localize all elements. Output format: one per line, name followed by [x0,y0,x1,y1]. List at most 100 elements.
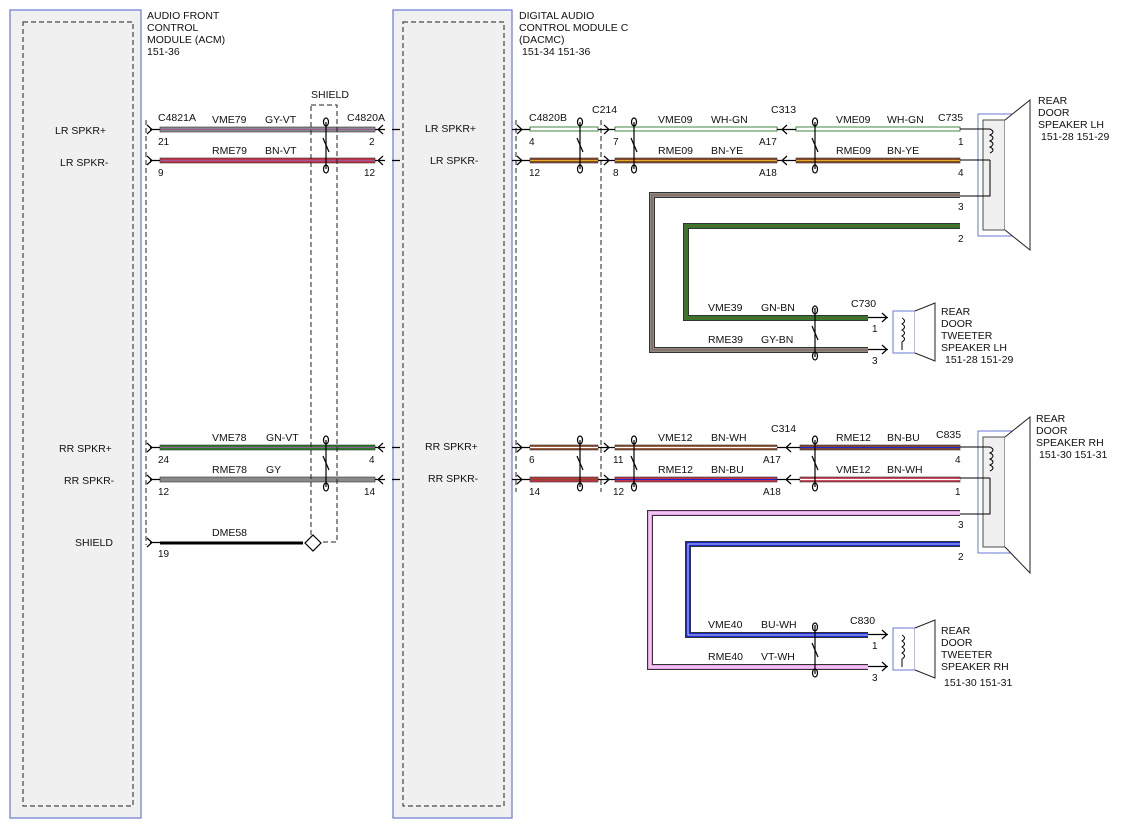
wire-color-vme12b: BN-WH [887,464,923,476]
pin-spk-rh-3: 3 [958,520,964,531]
wire-vme78 [159,444,376,451]
connector-c835: C835 [936,429,961,441]
pin-c214-rrp: 11 [613,455,624,466]
wire-label-vme09b: VME09 [836,114,871,126]
rear-door-speaker-lh: REAR DOOR SPEAKER LH 151-28 151-29 [960,95,1109,252]
connector-c4821a: C4821A [158,112,196,124]
wire-label-rme09: RME09 [658,145,693,157]
wire-label-vme39: VME39 [708,302,743,314]
dacmc-ref: 151-34 151-36 [522,46,590,58]
dacmc-signal-rr-neg: RR SPKR- [428,473,479,485]
pin-c214-lrn: 8 [613,168,619,179]
pin-tw-lh-3: 3 [872,356,878,367]
pin-spk-lh-4: 4 [958,168,964,179]
wire-rme12b [799,444,961,451]
acm-signal-lr-neg: LR SPKR- [60,157,109,169]
pin-spk-lh-3: 3 [958,202,964,213]
wire-dac-rr-neg-a [529,476,599,483]
wire-label-rme78: RME78 [212,464,247,476]
pin-dac-in-rrp: 4 [369,455,375,466]
wire-label-rme12b: RME12 [836,432,871,444]
tweet-lh-ref: 151-28 151-29 [945,354,1013,366]
rear-lh-l1: REAR [1038,95,1068,107]
wire-label-rme40: RME40 [708,651,743,663]
wire-color-rme09: BN-YE [711,145,743,157]
wire-color-rme12: BN-BU [711,464,744,476]
connector-c830: C830 [850,615,875,627]
wire-dac-lr-neg-a [529,157,599,164]
rear-lh-ref: 151-28 151-29 [1041,131,1109,143]
tweet-lh-l4: SPEAKER LH [941,342,1007,354]
wire-label-vme79: VME79 [212,114,247,126]
wire-vme79 [159,126,376,133]
pin-dac-in-lrp: 2 [369,137,375,148]
dacmc-title-1: DIGITAL AUDIO [519,10,594,22]
wire-dac-rr-pos-a [529,444,599,451]
wire-color-vme79: GY-VT [265,114,297,126]
wire-rme09 [614,157,778,164]
dacmc-module: DIGITAL AUDIO CONTROL MODULE C (DACMC) 1… [392,9,629,819]
dacmc-signal-rr-pos: RR SPKR+ [425,441,478,453]
rear-lh-l2: DOOR [1038,107,1070,119]
pin-tw-rh-1: 1 [872,641,878,652]
wire-vme09 [614,126,778,132]
pin-c313-a: A17 [759,137,777,148]
dacmc-signal-lr-pos: LR SPKR+ [425,123,476,135]
shield-ground-icon [304,534,322,552]
wire-color-vme09: WH-GN [711,114,748,126]
wire-label-rme09b: RME09 [836,145,871,157]
wire-label-dme58: DME58 [212,527,247,539]
tweet-lh-l2: DOOR [941,318,973,330]
wire-vme09b [795,126,961,132]
rear-door-speaker-rh: REAR DOOR SPEAKER RH 151-30 151-31 [960,413,1107,575]
wire-color-rme39: GY-BN [761,334,793,346]
wire-label-vme09: VME09 [658,114,693,126]
acm-signal-rr-neg: RR SPKR- [64,475,115,487]
wire-color-rme78: GY [266,464,281,476]
tweet-rh-l3: TWEETER [941,649,993,661]
pin-spk-lh-1: 1 [958,137,964,148]
pin-c214-rrn: 12 [613,487,625,498]
wire-color-vme78: GN-VT [266,432,299,444]
acm-signal-lr-pos: LR SPKR+ [55,125,106,137]
acm-signal-shield: SHIELD [75,537,113,549]
pin-c314-b: A18 [763,487,781,498]
connector-c730: C730 [851,298,876,310]
connector-c4820b: C4820B [529,112,567,124]
wire-label-rme79: RME79 [212,145,247,157]
dacmc-title-3: (DACMC) [519,34,565,46]
connector-c214: C214 [592,104,617,116]
dacmc-signal-lr-neg: LR SPKR- [430,155,479,167]
wire-vme12b [799,476,961,483]
rear-rh-l3: SPEAKER RH [1036,437,1104,449]
rear-rh-l1: REAR [1036,413,1066,425]
pin-dac-out-rrn: 14 [529,487,541,498]
wire-dac-lr-pos-a [529,126,599,132]
tweet-rh-ref: 151-30 151-31 [944,677,1012,689]
shield-box: SHIELD [304,89,349,552]
pin-acm-rrp: 24 [158,455,170,466]
rear-rh-ref: 151-30 151-31 [1039,449,1107,461]
connector-c314: C314 [771,423,796,435]
wire-label-vme12b: VME12 [836,464,871,476]
rear-lh-l3: SPEAKER LH [1038,119,1104,131]
pin-dac-out-rrp: 6 [529,455,535,466]
rear-door-tweeter-lh: REAR DOOR TWEETER SPEAKER LH 151-28 151-… [892,302,1013,366]
pin-c214-lrp: 7 [613,137,619,148]
connector-c4820a: C4820A [347,112,385,124]
wire-label-vme12: VME12 [658,432,693,444]
connector-c313: C313 [771,104,796,116]
pin-spk-rh-1: 1 [955,487,961,498]
dacmc-title-2: CONTROL MODULE C [519,22,629,34]
wire-rme78 [159,476,376,483]
acm-ref: 151-36 [147,46,180,58]
wire-color-vme40: BU-WH [761,619,797,631]
tweet-lh-l3: TWEETER [941,330,993,342]
wire-label-vme78: VME78 [212,432,247,444]
acm-title-3: MODULE (ACM) [147,34,225,46]
tweet-rh-l2: DOOR [941,637,973,649]
wire-rme09b [795,157,961,164]
acm-signal-rr-pos: RR SPKR+ [59,443,112,455]
wire-color-vme39: GN-BN [761,302,795,314]
wire-color-rme12b: BN-BU [887,432,920,444]
